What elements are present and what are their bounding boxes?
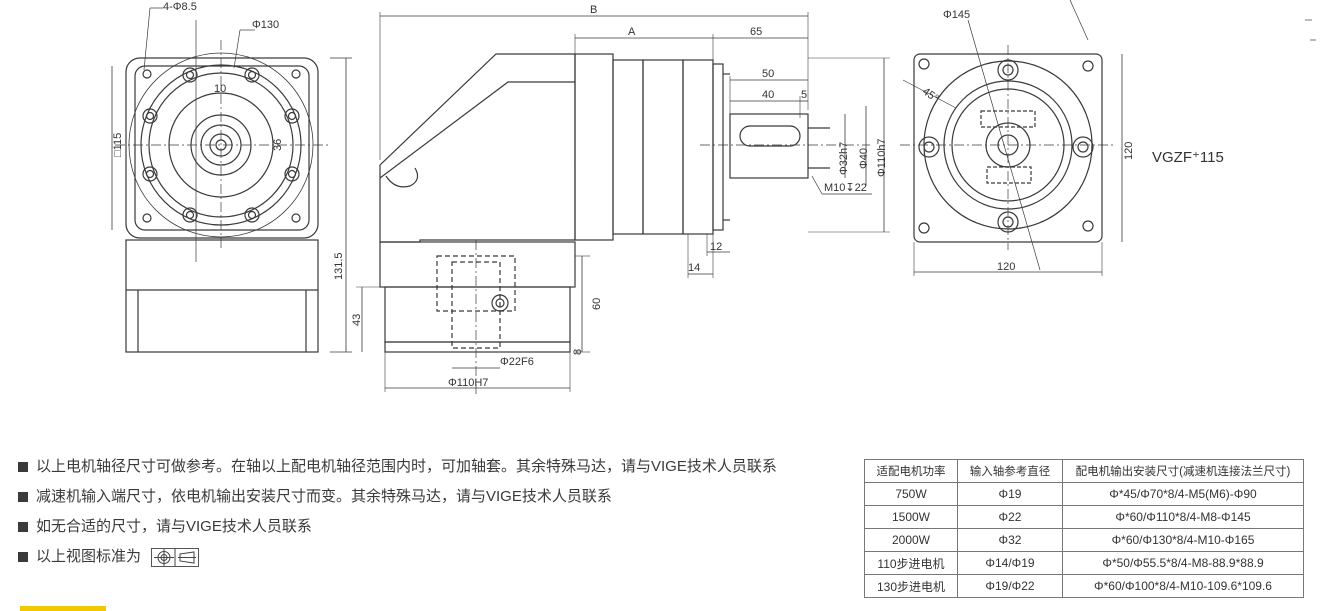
notes-list: 以上电机轴径尺寸可做参考。在轴以上配电机轴径范围内时，可加轴套。其余特殊马达，请…	[18, 452, 838, 572]
right-view	[900, 0, 1316, 276]
bullet-square-icon	[18, 522, 28, 532]
dim-12: 12	[710, 241, 722, 253]
dim-5: 5	[801, 89, 807, 101]
dim-60: 60	[591, 298, 603, 310]
technical-drawing: 4-Φ8.5 Φ130 □115 10 36 131.5 B A 65 50 4…	[111, 0, 1316, 395]
dim-angle: 45°	[920, 85, 941, 104]
dim-hole: 4-Φ8.5	[163, 1, 197, 13]
note-item: 以上视图标准为	[18, 542, 838, 572]
bullet-square-icon	[18, 462, 28, 472]
dim-key-width: 10	[214, 83, 226, 95]
note-item: 如无合适的尺寸，请与VIGE技术人员联系	[18, 512, 838, 542]
dim-height: 131.5	[333, 252, 345, 280]
bullet-square-icon	[18, 492, 28, 502]
dim-120-horizontal: 120	[997, 261, 1015, 273]
dim-40: 40	[762, 89, 774, 101]
accent-bar	[20, 606, 106, 611]
dim-pilot-in: Φ110H7	[448, 377, 488, 389]
dim-bore: Φ22F6	[500, 356, 534, 368]
dim-65: 65	[750, 26, 762, 38]
dim-50: 50	[762, 68, 774, 80]
table-header-row: 适配电机功率 输入轴参考直径 配电机输出安装尺寸(减速机连接法兰尺寸)	[864, 459, 1304, 483]
dim-43: 43	[351, 314, 363, 326]
dim-pcd-left: Φ130	[252, 19, 279, 31]
dim-B: B	[590, 4, 597, 16]
dim-8: 8	[572, 349, 584, 355]
dim-pcd-right: Φ145	[943, 9, 970, 21]
bullet-square-icon	[18, 552, 28, 562]
center-view	[356, 12, 890, 395]
model-label: VGZF⁺115	[1152, 149, 1224, 166]
dim-d40: Φ40	[858, 148, 870, 169]
dim-square: □115	[112, 133, 124, 157]
dim-14: 14	[688, 262, 700, 274]
dim-pilot: Φ110h7	[876, 138, 888, 177]
note-item: 以上电机轴径尺寸可做参考。在轴以上配电机轴径范围内时，可加轴套。其余特殊马达，请…	[18, 452, 838, 482]
dim-shaft: Φ32h7	[838, 142, 850, 175]
col-header-shaft: 输入轴参考直径	[957, 459, 1063, 483]
motor-spec-table: 适配电机功率 输入轴参考直径 配电机输出安装尺寸(减速机连接法兰尺寸) 750W…	[864, 459, 1304, 598]
col-header-power: 适配电机功率	[864, 459, 958, 483]
left-view	[111, 7, 352, 353]
col-header-mount: 配电机输出安装尺寸(减速机连接法兰尺寸)	[1062, 459, 1304, 483]
note-item: 减速机输入端尺寸，依电机输出安装尺寸而变。其余特殊马达，请与VIGE技术人员联系	[18, 482, 838, 512]
projection-symbol-icon	[151, 547, 200, 567]
dim-A: A	[628, 26, 636, 38]
dim-key-height: 36	[272, 139, 284, 151]
dim-120-vertical: 120	[1123, 142, 1135, 160]
dim-thread: M10↧22	[824, 182, 867, 194]
